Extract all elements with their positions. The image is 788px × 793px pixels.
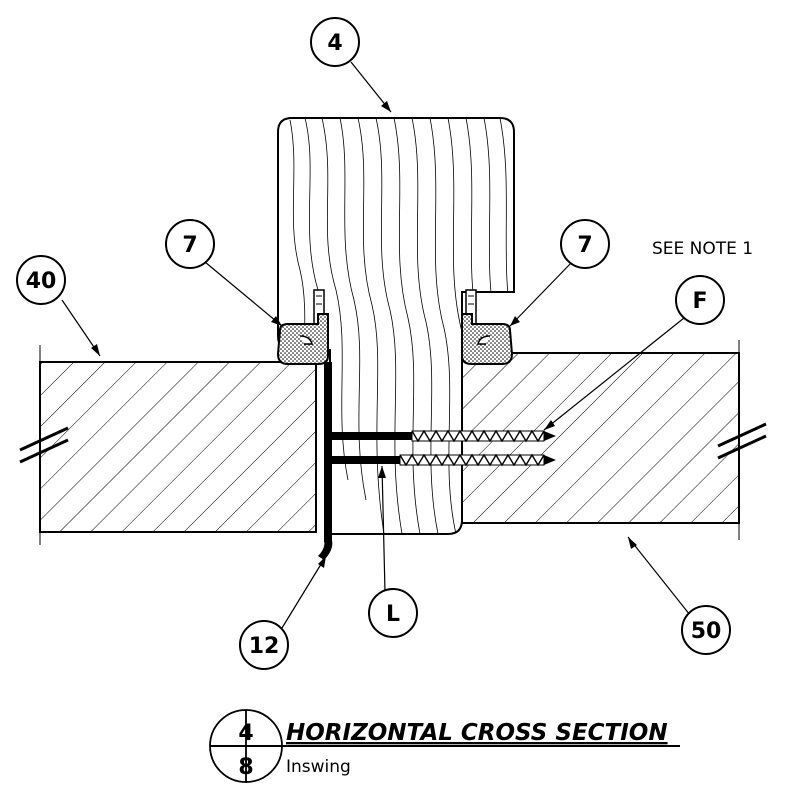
see-note-label: SEE NOTE 1 — [652, 239, 753, 259]
right-weatherstrip — [461, 289, 514, 365]
steel-plate — [318, 362, 333, 560]
callout-l: L — [368, 588, 418, 638]
screw-lower — [399, 453, 556, 467]
detail-number: 4 — [238, 721, 253, 746]
callout-7-left-label: 7 — [182, 233, 197, 258]
callout-7-left: 7 — [165, 219, 215, 269]
callout-50: 50 — [681, 605, 731, 655]
fasteners — [332, 429, 556, 467]
section-title: HORIZONTAL CROSS SECTION — [286, 720, 668, 746]
callout-f-label: F — [692, 289, 707, 314]
callout-12: 12 — [239, 620, 289, 670]
title-block: 4 8 HORIZONTAL CROSS SECTION Inswing — [209, 709, 680, 783]
section-subtitle: Inswing — [286, 757, 351, 777]
callout-40-label: 40 — [26, 269, 57, 294]
callout-7-right-label: 7 — [577, 233, 592, 258]
callout-l-label: L — [386, 602, 400, 627]
sheet-number: 8 — [238, 755, 253, 780]
callout-50-label: 50 — [691, 619, 722, 644]
screw-upper — [411, 429, 556, 443]
leader-lines — [61, 61, 691, 629]
left-weatherstrip — [276, 289, 329, 365]
callout-7-right: 7 — [560, 219, 610, 269]
break-symbol-left — [19, 426, 69, 464]
left-wall-panel — [19, 345, 317, 545]
callout-4-label: 4 — [327, 31, 342, 56]
callout-4: 4 — [310, 17, 360, 67]
break-symbol-right — [717, 422, 767, 460]
callout-40: 40 — [16, 255, 66, 305]
callout-12-label: 12 — [249, 634, 280, 659]
callout-f: F — [675, 275, 725, 325]
